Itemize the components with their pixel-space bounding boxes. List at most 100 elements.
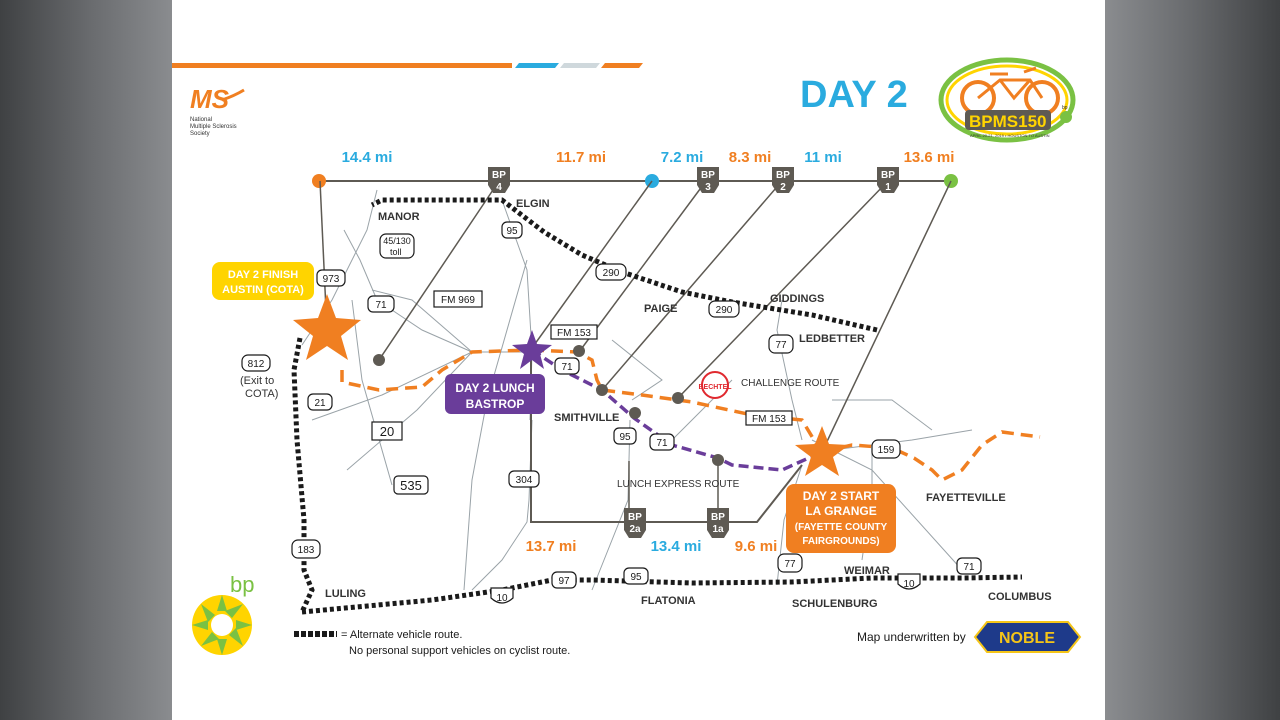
ms-logo: MS National Multiple Sclerosis Society — [190, 84, 245, 137]
bp-label: BP — [701, 170, 715, 181]
finish-callout-line1: DAY 2 FINISH — [228, 269, 298, 281]
town-labels: MANOR ELGIN PAIGE GIDDINGS LEDBETTER SMI… — [325, 198, 1052, 610]
lunch-callout-line2: BASTROP — [466, 397, 525, 411]
bp-label: BP — [628, 512, 642, 523]
highway-label: 97 — [558, 576, 570, 587]
bp-number: 1 — [885, 182, 891, 193]
break-point-bp1[interactable]: BP 1 — [877, 167, 899, 193]
bp-number: 4 — [496, 182, 502, 193]
break-point-bp4[interactable]: BP 4 — [488, 167, 510, 193]
highway-label: 159 — [878, 445, 895, 456]
exit-note: (Exit to COTA) — [240, 375, 278, 400]
highway-label: 10 — [496, 593, 508, 604]
highway-label: 71 — [561, 362, 573, 373]
bp-number: 2 — [780, 182, 786, 193]
highway-label: 290 — [716, 305, 733, 316]
header-stripe-orange-2 — [601, 63, 643, 68]
leader-lines — [319, 180, 952, 522]
ms-name-line3: Society — [190, 131, 210, 137]
bp-badge-text: bp — [1062, 105, 1068, 111]
bp-logo-text: bp — [230, 572, 254, 597]
challenge-route-label: CHALLENGE ROUTE — [741, 378, 840, 389]
header-stripe-blue — [515, 63, 559, 68]
highway-label: 95 — [630, 572, 642, 583]
bp-number: 3 — [705, 182, 711, 193]
break-point-bp2a[interactable]: BP 2a — [624, 508, 646, 538]
bechtel-badge: BECHTEL — [698, 371, 732, 399]
page-title: DAY 2 — [800, 74, 908, 116]
highway-label: 535 — [400, 478, 422, 493]
segment-distance: 11 mi — [804, 149, 842, 166]
ms-name-line2: Multiple Sclerosis — [190, 124, 237, 130]
legend-line2: No personal support vehicles on cyclist … — [349, 645, 570, 657]
highway-shields: 45/130 toll 973 71 FM 969 95 290 FM 153 … — [241, 221, 982, 604]
segment-distance: 13.6 mi — [904, 149, 955, 166]
lunch-express-path — [531, 348, 823, 472]
header-stripe-orange — [172, 63, 512, 68]
break-point-bp3[interactable]: BP 3 — [697, 167, 719, 193]
town-label: COLUMBUS — [988, 591, 1052, 603]
highway-label: 95 — [506, 226, 518, 237]
rest-stop-markers — [373, 345, 724, 466]
town-label: FLATONIA — [641, 595, 696, 607]
bp-logo: bp — [192, 572, 254, 655]
town-label: PAIGE — [644, 303, 677, 315]
segment-distance: 9.6 mi — [735, 538, 778, 555]
segment-distance: 8.3 mi — [729, 149, 772, 166]
lunch-callout: DAY 2 LUNCH BASTROP — [445, 374, 545, 414]
town-label: LEDBETTER — [799, 333, 865, 345]
town-label: SMITHVILLE — [554, 412, 619, 424]
segment-endpoint — [312, 174, 326, 188]
town-label: SCHULENBURG — [792, 598, 878, 610]
highway-label: 10 — [903, 579, 915, 590]
segment-distance: 13.7 mi — [526, 538, 577, 555]
break-point-bp2[interactable]: BP 2 — [772, 167, 794, 193]
town-label: WEIMAR — [844, 565, 890, 577]
highway-label: FM 153 — [557, 328, 591, 339]
town-label: LULING — [325, 588, 366, 600]
segment-distance: 7.2 mi — [661, 149, 704, 166]
background-left — [0, 0, 172, 720]
underwritten-text: Map underwritten by — [857, 630, 966, 644]
highway-label: 71 — [963, 562, 975, 573]
ms-name-line1: National — [190, 117, 212, 123]
bpms150-tagline: APRIL 20-21, 2019 • HOUSTON TO AUSTIN — [970, 133, 1050, 138]
highway-label: 71 — [375, 300, 387, 311]
highway-label: 71 — [656, 438, 668, 449]
break-point-bp1a[interactable]: BP 1a — [707, 508, 729, 538]
bp-number: 1a — [712, 524, 724, 535]
start-callout-line4: FAIRGROUNDS) — [802, 536, 879, 547]
exit-note-line1: (Exit to — [240, 375, 274, 387]
town-label: FAYETTEVILLE — [926, 492, 1006, 504]
bechtel-text: BECHTEL — [698, 384, 732, 391]
highway-label: 183 — [298, 545, 315, 556]
finish-star-icon — [293, 294, 361, 360]
bp-label: BP — [881, 170, 895, 181]
noble-text: NOBLE — [999, 630, 1055, 647]
highway-label: 20 — [380, 424, 394, 439]
finish-callout-line2: AUSTIN (COTA) — [222, 284, 304, 296]
highway-label: 812 — [248, 359, 265, 370]
bpms150-text: BPMS150 — [969, 112, 1046, 131]
start-callout-line3: (FAYETTE COUNTY — [795, 522, 888, 533]
map-slide: MS National Multiple Sclerosis Society D… — [172, 0, 1105, 720]
highway-label: 21 — [314, 398, 326, 409]
cyclist-route — [340, 348, 1041, 483]
header-stripe-gray — [560, 63, 600, 68]
segment-distance: 11.7 mi — [556, 149, 606, 166]
highway-label: 77 — [775, 340, 787, 351]
finish-callout: DAY 2 FINISH AUSTIN (COTA) — [212, 262, 314, 300]
background-right — [1105, 0, 1280, 720]
start-callout-line2: LA GRANGE — [805, 504, 877, 518]
highway-label: 95 — [619, 432, 631, 443]
highway-label: 290 — [603, 268, 620, 279]
highway-label: 77 — [784, 559, 796, 570]
legend: = Alternate vehicle route. No personal s… — [294, 629, 570, 657]
highway-label: 45/130 — [383, 236, 411, 246]
highway-label: 973 — [323, 274, 340, 285]
bp-label: BP — [492, 170, 506, 181]
bpms150-logo: BPMS150 APRIL 20-21, 2019 • HOUSTON TO A… — [938, 57, 1076, 143]
lunch-star-icon — [512, 330, 552, 369]
highway-label: FM 969 — [441, 295, 475, 306]
start-star-icon — [795, 426, 849, 476]
